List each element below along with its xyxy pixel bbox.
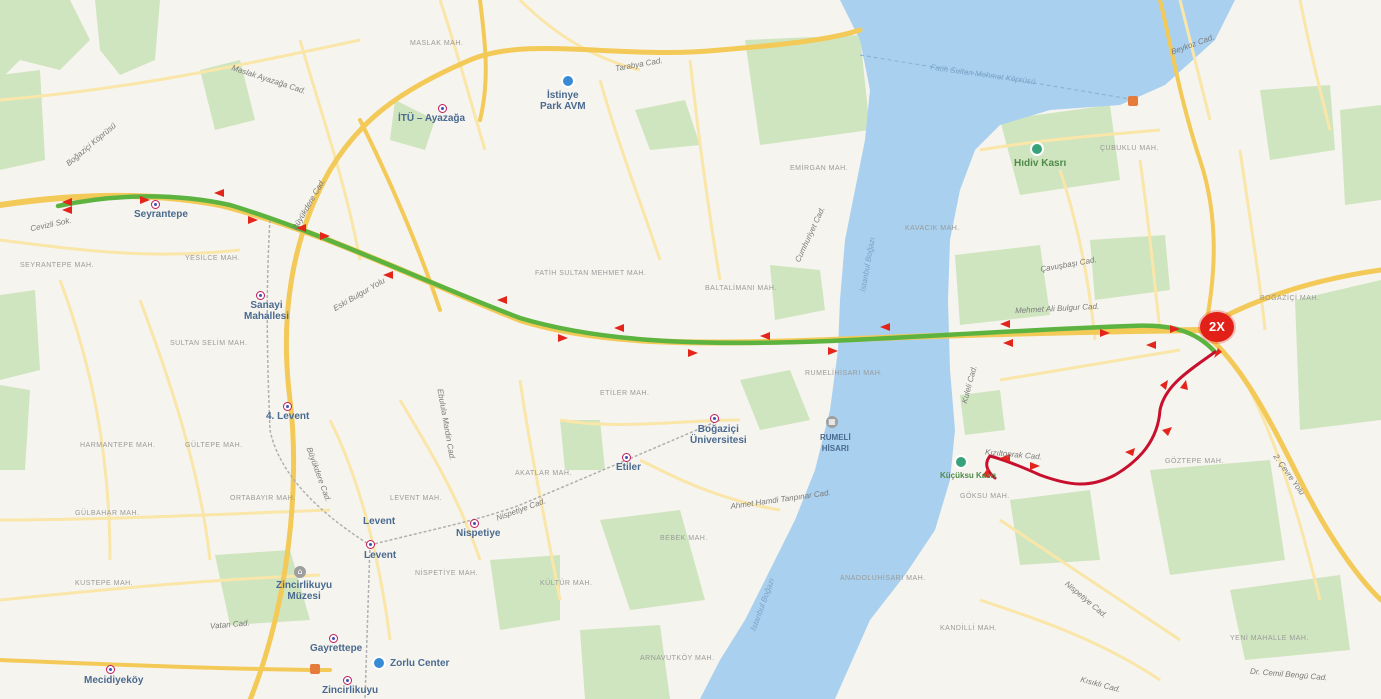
gayrettepe-metro-icon[interactable] (329, 634, 338, 643)
bogazici-metro-icon[interactable] (710, 414, 719, 423)
hidiv-pin-icon[interactable] (1030, 142, 1044, 156)
park-areas-east (955, 85, 1381, 660)
levent-metro-icon[interactable] (366, 540, 375, 549)
levent4-metro-icon[interactable] (283, 402, 292, 411)
zorlu-pin-icon[interactable] (372, 656, 386, 670)
bosphorus-water (700, 0, 1235, 699)
minor-roads (0, 0, 1332, 682)
etiler-metro-icon[interactable] (622, 453, 631, 462)
zincirlikuyu-museum-icon[interactable]: ⌂ (294, 566, 306, 578)
route-badge-2x[interactable]: 2X (1200, 312, 1234, 342)
fuel-station-icon[interactable] (310, 664, 320, 674)
rumeli-museum-icon[interactable]: ▦ (826, 416, 838, 428)
itu-metro-icon[interactable] (438, 104, 447, 113)
sanayi-metro-icon[interactable] (256, 291, 265, 300)
kucuksu-pin-icon[interactable] (954, 455, 968, 469)
istinye-pin-icon[interactable] (561, 74, 575, 88)
mecidiyekoy-metro-icon[interactable] (106, 665, 115, 674)
zincirlikuyu-metro-icon[interactable] (343, 676, 352, 685)
nispetiye-metro-icon[interactable] (470, 519, 479, 528)
seyrantepe-metro-icon[interactable] (151, 200, 160, 209)
bridge-line (859, 54, 1136, 101)
park-areas (0, 0, 870, 699)
ferry-terminal-icon[interactable] (1128, 96, 1138, 106)
route-arrows (62, 189, 1222, 478)
route-green-line (55, 194, 1218, 355)
rail-lines (266, 219, 721, 699)
route-red-line (985, 350, 1217, 486)
